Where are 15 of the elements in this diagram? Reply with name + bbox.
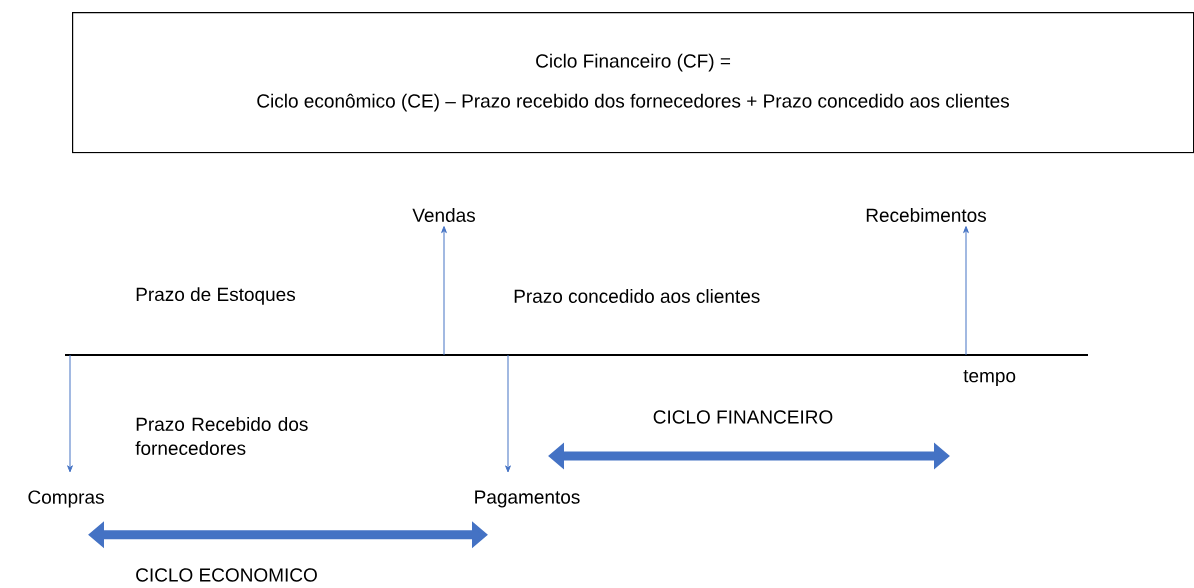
arrow bbox=[67, 354, 73, 473]
period-label: Prazo concedido aos clientes bbox=[514, 289, 760, 303]
formula-box: Ciclo Financeiro (CF) = Ciclo econômico (CE) – Prazo recebido dos fornecedores + Prazo concedido aos clientes bbox=[72, 12, 1194, 154]
event-label: Compras bbox=[28, 490, 104, 508]
event-label: Recebimentos bbox=[866, 208, 986, 222]
arrow bbox=[963, 226, 969, 356]
period-label: Prazo de Estoques bbox=[136, 287, 296, 305]
event-label: Vendas bbox=[412, 208, 475, 222]
arrow bbox=[441, 226, 447, 356]
cycle-label: CICLO ECONOMICO bbox=[136, 568, 317, 582]
arrow bbox=[505, 354, 511, 473]
period-label: Prazo Recebido dos fornecedores bbox=[135, 417, 308, 455]
event-label: Pagamentos bbox=[475, 490, 580, 508]
cycle-label: CICLO FINANCEIRO bbox=[653, 410, 833, 424]
axis-label: tempo bbox=[963, 369, 1016, 387]
